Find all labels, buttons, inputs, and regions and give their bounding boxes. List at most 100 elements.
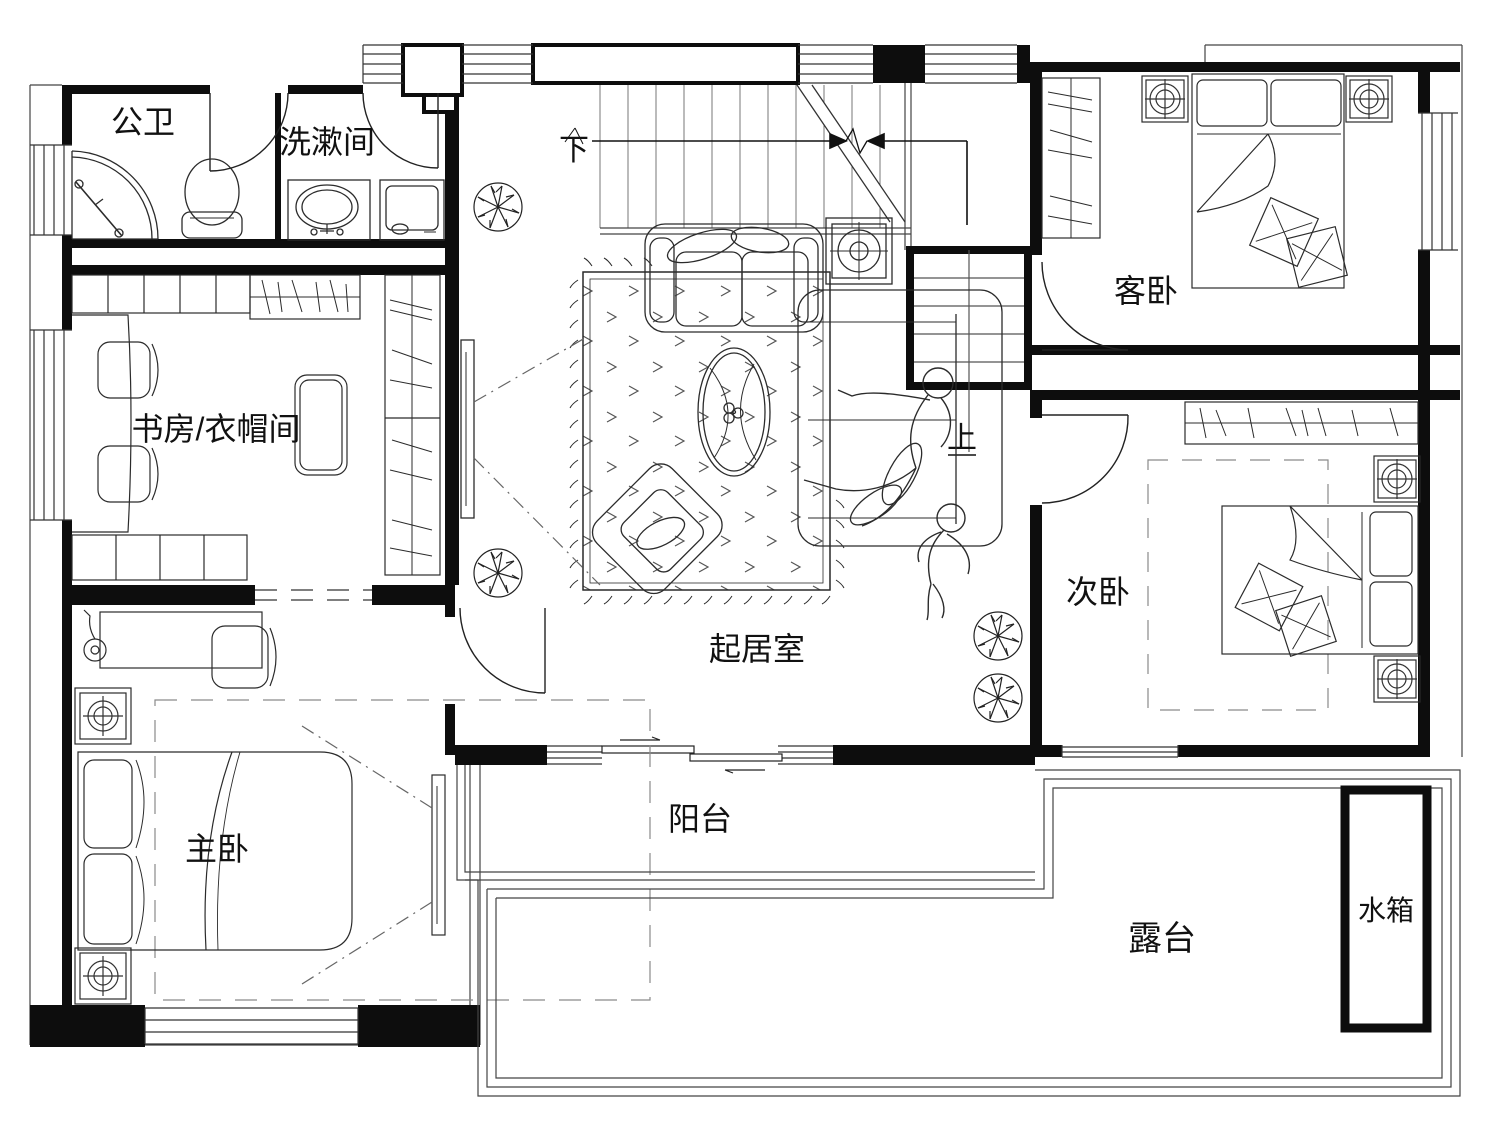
pillow bbox=[1270, 79, 1342, 127]
deco-pillow bbox=[1234, 562, 1337, 657]
room-label-guest-bedroom: 客卧 bbox=[1114, 273, 1178, 309]
wall bbox=[62, 520, 72, 1008]
bed bbox=[1191, 73, 1349, 289]
side-table-lamp bbox=[825, 217, 893, 285]
wall bbox=[358, 1005, 480, 1047]
wall-stub bbox=[401, 43, 464, 97]
stair-treads-lower bbox=[914, 250, 1024, 452]
tv-sightlines bbox=[473, 337, 601, 586]
room-label-living-room: 起居室 bbox=[709, 631, 805, 667]
wall bbox=[1030, 62, 1460, 72]
window bbox=[144, 1007, 359, 1045]
partition-wall bbox=[275, 93, 281, 239]
wall bbox=[1030, 505, 1042, 745]
nightstand bbox=[1345, 75, 1393, 123]
window bbox=[1418, 112, 1458, 251]
wall-lamp bbox=[83, 609, 107, 662]
wall bbox=[1030, 345, 1460, 355]
stair-break-line bbox=[796, 84, 906, 223]
blanket-fold bbox=[1196, 133, 1276, 213]
wall bbox=[1030, 390, 1460, 400]
wall bbox=[1030, 745, 1062, 757]
wall bbox=[1418, 62, 1430, 113]
wall bbox=[531, 43, 800, 85]
bookshelf bbox=[249, 274, 361, 320]
nightstand bbox=[1373, 655, 1421, 703]
bedroom-rug bbox=[154, 699, 651, 1001]
second-bedroom-furniture bbox=[1147, 401, 1421, 711]
window bbox=[30, 144, 72, 236]
balcony-sliding-door bbox=[601, 736, 783, 774]
nightstand bbox=[74, 947, 132, 1005]
wall bbox=[1030, 400, 1042, 418]
stair-treads-upper bbox=[599, 85, 881, 228]
corner-shower bbox=[71, 150, 159, 240]
toilet bbox=[181, 158, 243, 239]
sofa-pillow bbox=[849, 484, 903, 526]
deco-pillow bbox=[1248, 196, 1349, 289]
desk bbox=[99, 611, 263, 669]
wall bbox=[1178, 745, 1430, 757]
master-bedroom-door bbox=[459, 607, 546, 694]
washing-machine bbox=[379, 179, 445, 241]
person-sitting bbox=[803, 367, 954, 527]
chair-pillow bbox=[636, 516, 686, 550]
room-label-second-bedroom: 次卧 bbox=[1066, 574, 1130, 610]
room-label-master-bedroom: 主卧 bbox=[185, 831, 249, 867]
vanity-sink bbox=[287, 179, 371, 241]
wall bbox=[833, 745, 1035, 765]
desk-chair bbox=[211, 625, 277, 689]
wall bbox=[1418, 250, 1430, 757]
desk-chair bbox=[97, 341, 159, 503]
wall bbox=[62, 585, 255, 605]
sofa-pillow bbox=[666, 228, 738, 264]
stair-up-label: 上 bbox=[947, 422, 977, 455]
wall bbox=[873, 45, 925, 83]
plant-icon bbox=[473, 182, 523, 232]
tv-sightlines bbox=[301, 725, 433, 985]
ottoman-inner bbox=[299, 379, 343, 471]
wall bbox=[445, 598, 455, 617]
armchair bbox=[591, 463, 723, 595]
bed bbox=[77, 751, 353, 951]
wall bbox=[62, 239, 455, 248]
master-bedroom-furniture bbox=[74, 609, 651, 1005]
blanket-fold bbox=[1289, 505, 1363, 581]
wall bbox=[62, 85, 210, 94]
water-tank-label: 水箱 bbox=[1358, 895, 1414, 926]
living-room-furniture bbox=[460, 217, 1003, 621]
pillow bbox=[83, 853, 133, 945]
wall bbox=[1030, 72, 1042, 255]
rug-fringe bbox=[569, 257, 845, 605]
room-labels: 公卫 洗漱间 客卧 书房/衣帽间 次卧 起居室 主卧 阳台 露台 水箱 bbox=[111, 104, 1414, 958]
nightstand bbox=[1373, 455, 1421, 503]
window bbox=[30, 329, 72, 521]
wall bbox=[62, 235, 72, 330]
sofa-pillow bbox=[881, 442, 923, 506]
doors bbox=[209, 92, 1129, 774]
person-standing bbox=[917, 503, 970, 621]
guest-bedroom-door bbox=[1041, 261, 1129, 351]
tv-panel bbox=[460, 339, 475, 519]
ottoman bbox=[294, 374, 348, 476]
wall bbox=[288, 85, 363, 94]
terrace-railing bbox=[465, 769, 1461, 1097]
window bbox=[362, 44, 1017, 84]
plant-icon bbox=[473, 548, 523, 598]
desk bbox=[72, 314, 132, 533]
window bbox=[547, 745, 833, 765]
wall bbox=[372, 585, 455, 605]
coffee-table bbox=[697, 347, 771, 477]
window bbox=[1061, 745, 1179, 758]
wall bbox=[445, 704, 455, 755]
stair-direction-annotation bbox=[564, 127, 968, 225]
nightstand bbox=[74, 687, 132, 745]
guest-bedroom-furniture bbox=[1041, 73, 1393, 289]
area-rug bbox=[569, 257, 845, 605]
wall bbox=[445, 85, 459, 585]
stair-break-mask bbox=[797, 85, 905, 222]
bookshelf bbox=[1184, 401, 1419, 445]
bedroom-rug bbox=[1147, 459, 1329, 711]
